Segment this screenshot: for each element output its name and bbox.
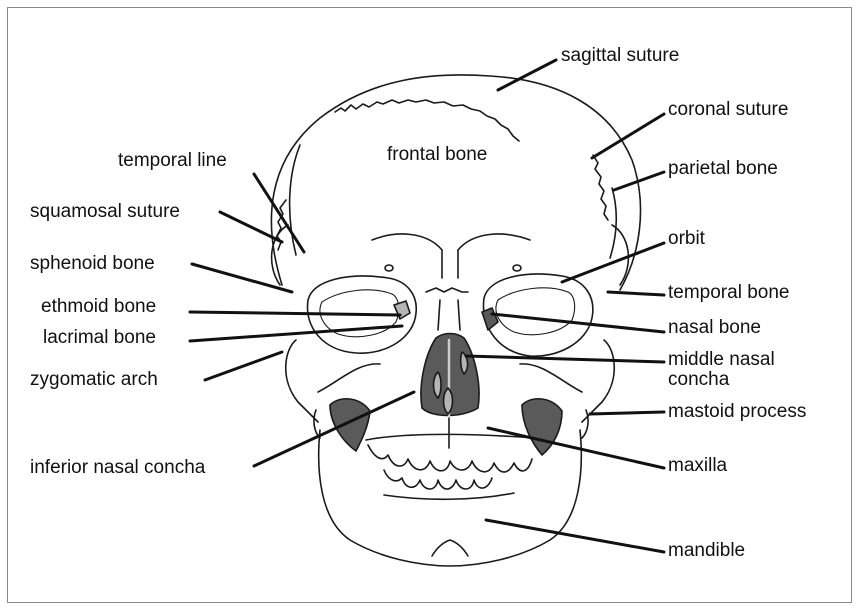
suture-line-top <box>335 100 519 141</box>
label-sagittal-suture: sagittal suture <box>561 46 679 66</box>
label-squamosal-suture: squamosal suture <box>30 202 180 222</box>
coronal-suture-line <box>593 155 608 220</box>
right-dark-patch <box>522 399 562 455</box>
label-mastoid-process: mastoid process <box>668 402 806 422</box>
zygomatic-left <box>286 340 318 422</box>
label-ethmoid-bone: ethmoid bone <box>41 297 156 317</box>
cranium-outline <box>271 75 640 290</box>
label-mandible: mandible <box>668 541 745 561</box>
upper-gum <box>366 434 534 440</box>
side-bulge-right <box>612 225 628 285</box>
brow-right <box>458 234 530 250</box>
zygomatic-right <box>582 340 614 422</box>
label-middle-nasal-concha-line2: concha <box>668 370 729 390</box>
label-sphenoid-bone: sphenoid bone <box>30 254 155 274</box>
mastoid-right <box>582 410 588 438</box>
lower-gum <box>384 493 514 499</box>
nasal-bridge <box>426 288 468 292</box>
label-nasal-bone: nasal bone <box>668 318 761 338</box>
cheek-line-right <box>520 364 582 392</box>
label-zygomatic-arch: zygomatic arch <box>30 370 158 390</box>
label-inferior-nasal-concha: inferior nasal concha <box>30 458 205 478</box>
label-middle-nasal-concha-line1: middle nasal <box>668 350 775 370</box>
brow-left <box>372 234 442 250</box>
label-parietal-bone: parietal bone <box>668 159 778 179</box>
lower-teeth <box>384 470 492 489</box>
label-lacrimal-bone: lacrimal bone <box>43 328 156 348</box>
chin-mark <box>432 540 468 556</box>
cheek-line-left <box>318 364 380 392</box>
inferior-concha <box>444 388 453 414</box>
parietal-line <box>610 188 616 258</box>
label-temporal-line: temporal line <box>118 151 227 171</box>
label-temporal-bone: temporal bone <box>668 283 789 303</box>
label-maxilla: maxilla <box>668 456 727 476</box>
label-orbit: orbit <box>668 229 705 249</box>
nasal-bone-lines <box>438 300 460 330</box>
right-orbit-inner <box>496 288 575 335</box>
upper-teeth <box>368 445 532 472</box>
label-frontal-bone: frontal bone <box>387 145 487 165</box>
left-dark-patch <box>330 399 370 451</box>
middle-concha-left <box>434 372 442 398</box>
label-coronal-suture: coronal suture <box>668 100 788 120</box>
